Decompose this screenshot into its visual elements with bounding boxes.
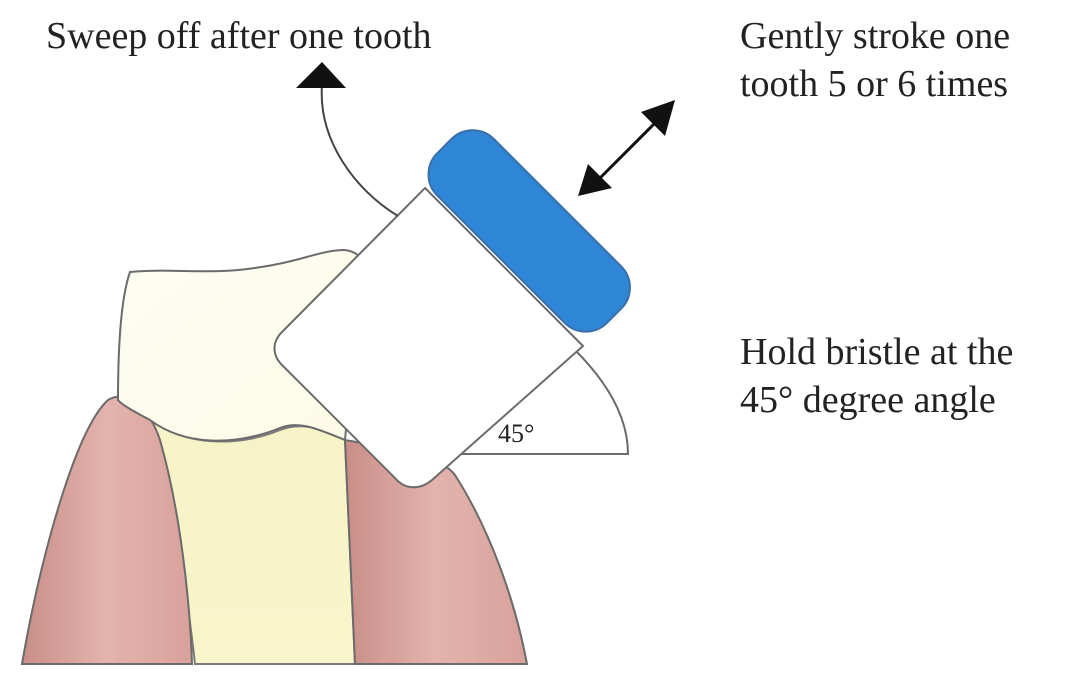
sweep-instruction: Sweep off after one tooth: [46, 12, 432, 60]
hold-instruction: Hold bristle at the 45° degree angle: [740, 328, 1013, 424]
sweep-arrow-line: [320, 84, 399, 217]
angle-label: 45°: [498, 419, 534, 448]
sweep-arrowhead-icon: [296, 62, 346, 88]
stroke-instruction: Gently stroke one tooth 5 or 6 times: [740, 12, 1010, 108]
stroke-text-line2: tooth 5 or 6 times: [740, 63, 1009, 105]
bristle-strip: [427, 129, 631, 333]
stroke-arrow-line: [598, 121, 657, 180]
stroke-text-line1: Gently stroke one: [740, 15, 1011, 57]
sweep-text: Sweep off after one tooth: [46, 15, 432, 57]
angle-wedge: [457, 348, 630, 455]
toothbrush-head: [273, 186, 585, 489]
hold-text-line1: Hold bristle at the: [740, 331, 1014, 373]
hold-text-line2: 45° degree angle: [740, 379, 996, 421]
stroke-arrowhead-up-icon: [641, 100, 675, 136]
stroke-arrowhead-down-icon: [578, 164, 612, 196]
